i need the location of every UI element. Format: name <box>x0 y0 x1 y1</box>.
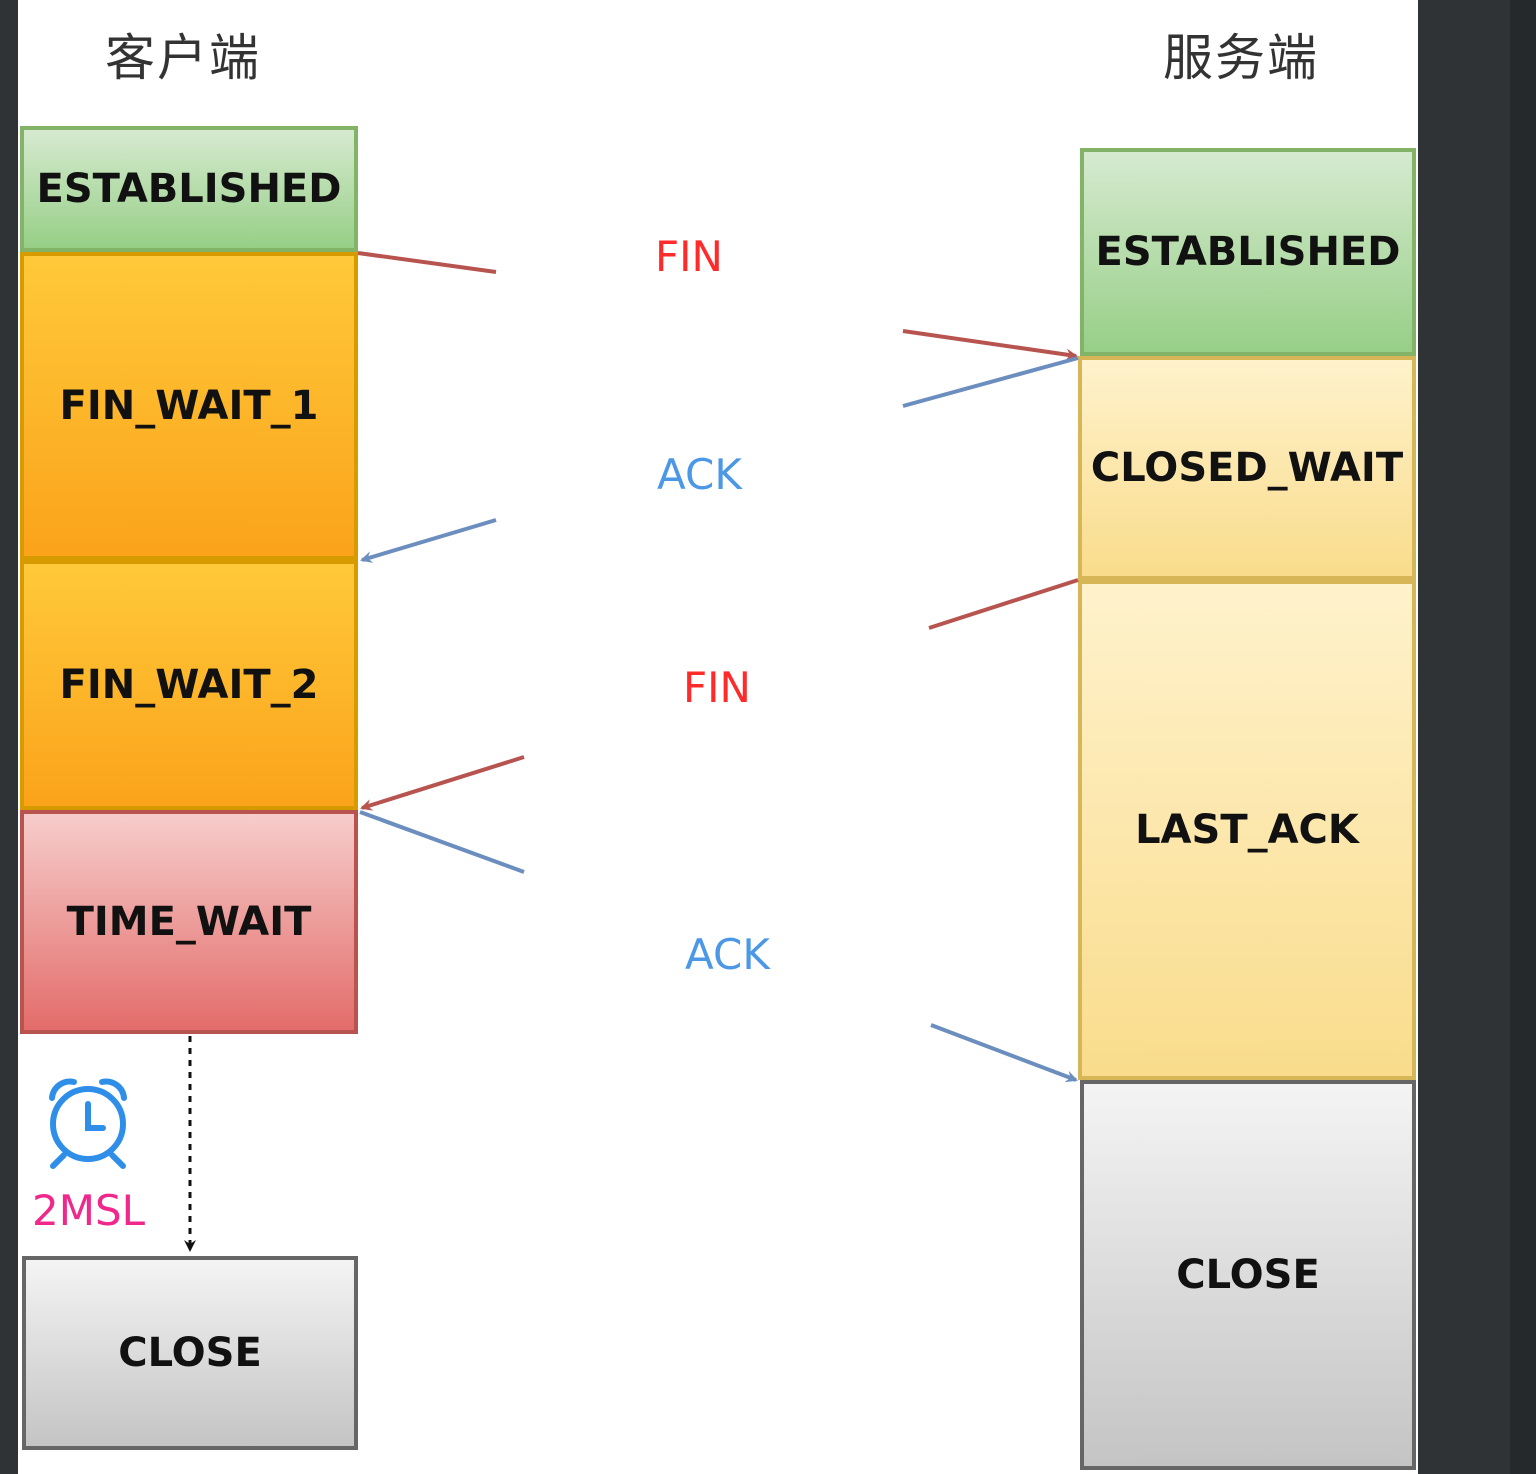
server-state-closed-wait: CLOSED_WAIT <box>1078 356 1416 580</box>
ack-2-arrow-end <box>930 1023 1078 1083</box>
fin-1-arrow-start <box>357 251 497 274</box>
message-ack-2: ACK <box>685 930 770 979</box>
client-state-fin-wait-2: FIN_WAIT_2 <box>20 560 358 810</box>
client-title: 客户端 <box>105 29 261 87</box>
fin-2-arrow-start <box>928 578 1079 630</box>
scrollbar-track[interactable] <box>1510 0 1536 1474</box>
ack-2-arrow-start <box>359 810 525 874</box>
server-state-established: ESTABLISHED <box>1080 148 1416 356</box>
fin-2-arrow-end <box>360 755 525 811</box>
client-state-established: ESTABLISHED <box>20 126 358 252</box>
server-title: 服务端 <box>1163 29 1319 87</box>
ack-1-arrow-start <box>902 356 1079 408</box>
message-ack-1: ACK <box>657 450 742 499</box>
alarm-clock-icon <box>49 1078 127 1169</box>
server-state-close: CLOSE <box>1080 1080 1416 1470</box>
client-state-fin-wait-1: FIN_WAIT_1 <box>20 252 358 560</box>
client-state-close: CLOSE <box>22 1256 358 1450</box>
server-state-last-ack: LAST_ACK <box>1078 580 1416 1080</box>
fin-1-arrow-end <box>902 329 1078 361</box>
client-state-time-wait: TIME_WAIT <box>20 810 358 1034</box>
message-fin-1: FIN <box>655 232 723 281</box>
timer-label: 2MSL <box>32 1186 146 1235</box>
message-fin-2: FIN <box>683 663 751 712</box>
ack-1-arrow-end <box>360 518 497 563</box>
